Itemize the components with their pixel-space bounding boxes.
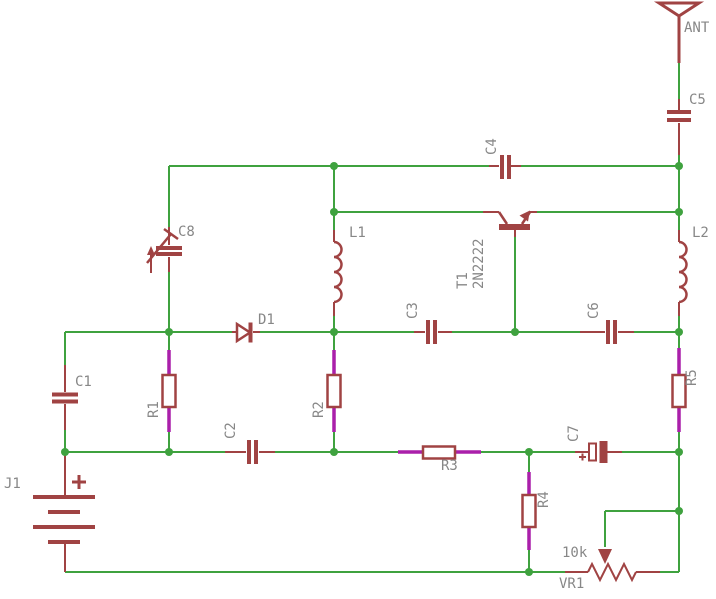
label-c8: C8	[178, 224, 195, 240]
inductor-l1	[333, 230, 343, 316]
diode-d1	[232, 321, 260, 344]
resistor-r5	[671, 348, 687, 432]
capacitor-c6	[580, 320, 634, 344]
label-d1: D1	[258, 312, 275, 328]
resistor-r1	[161, 350, 177, 432]
variable-capacitor-c8	[146, 227, 182, 273]
label-c2: C2	[223, 422, 239, 439]
label-c3: C3	[405, 302, 421, 319]
antenna-symbol	[653, 1, 705, 63]
label-vr1-ref: VR1	[559, 576, 585, 592]
label-l1: L1	[349, 225, 366, 241]
capacitor-c2	[225, 440, 275, 464]
battery-j1	[33, 453, 95, 572]
label-r3: R3	[441, 458, 458, 474]
label-c7: C7	[566, 425, 582, 442]
label-c5: C5	[689, 92, 706, 108]
junction-dots	[61, 162, 683, 576]
resistor-r2	[326, 350, 342, 432]
label-r5: R5	[684, 369, 700, 386]
resistor-r3	[398, 445, 481, 460]
label-vr1-value: 10k	[562, 545, 588, 561]
label-t1-value: 2N2222	[471, 238, 487, 289]
label-r4: R4	[536, 491, 552, 508]
label-r1: R1	[146, 401, 162, 418]
label-l2: L2	[692, 225, 709, 241]
transistor-t1	[483, 210, 537, 237]
c7-plus-icon	[579, 453, 586, 461]
label-c6: C6	[586, 302, 602, 319]
capacitor-c1	[52, 365, 78, 430]
capacitor-c3	[414, 320, 452, 344]
battery-plus-icon	[72, 475, 86, 489]
polarized-capacitor-c7	[575, 441, 622, 463]
capacitor-c5	[667, 99, 691, 155]
potentiometer-vr1	[565, 549, 660, 583]
label-c1: C1	[75, 374, 92, 390]
label-r2: R2	[311, 401, 327, 418]
label-ant: ANT	[684, 20, 710, 36]
label-j1: J1	[4, 476, 21, 492]
label-c4: C4	[484, 138, 500, 155]
capacitor-c4	[489, 155, 521, 179]
resistor-r4	[521, 472, 537, 550]
label-t1-ref: T1	[455, 272, 471, 289]
inductor-l2	[678, 230, 688, 316]
vr1-wiper-arrow-icon	[598, 549, 612, 564]
